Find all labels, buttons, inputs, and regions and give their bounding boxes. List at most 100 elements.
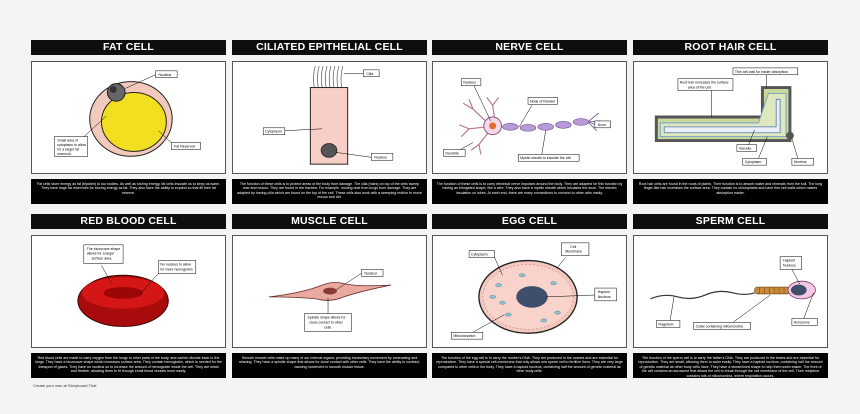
egg-cell-diagram: Cytoplasm Cell Membrane Haploid Nucleus … (432, 235, 627, 348)
card-title: RED BLOOD CELL (31, 214, 226, 229)
card-description: Smooth muscle cells make up many of our … (232, 353, 427, 378)
nucleus-label: Nucleus (463, 81, 476, 85)
nucleus (786, 131, 794, 140)
card-fat-cell: FAT CELL Nucleus Small area of cytoplasm… (31, 40, 226, 204)
card-root-hair-cell: ROOT HAIR CELL Thin cell wall for easier… (633, 40, 828, 204)
spindle-label-2: close contact to other (309, 320, 343, 324)
cytoplasm-label-4: reservoir. (57, 152, 72, 156)
card-red-blood-cell: RED BLOOD CELL The biconcave shape allow… (31, 214, 226, 378)
haploid-label-1: Haploid (598, 290, 610, 294)
cytoplasm-label: Cytoplasm (745, 160, 762, 164)
dendrite-label: Dendrite (446, 151, 459, 155)
midpiece (754, 286, 791, 295)
root-label-1: Root hair increases the surface (680, 81, 729, 85)
vacuole (663, 98, 781, 134)
red-blood-cell-illustration: The biconcave shape allows for a larger … (77, 244, 197, 327)
cytoplasm (659, 92, 787, 138)
mitochondria-bands (759, 287, 785, 294)
cilia-label: Cilia (366, 72, 373, 76)
myelin-sheath (502, 118, 590, 132)
haploid-label-2: Nucleus (598, 295, 611, 299)
card-description: The function of the egg cell is to carry… (432, 353, 627, 378)
root-hair-diagram: Thin cell wall for easier absorption Roo… (633, 61, 828, 174)
spindle-label-1: Spindle shape allows for (307, 316, 346, 320)
myelin-label: Myelin sheath to insulate the cell (520, 156, 571, 160)
footer-credit[interactable]: Create your own at Storyboard That (33, 383, 97, 388)
card-title: MUSCLE CELL (232, 214, 427, 229)
membrane-label-1: Cell (570, 245, 576, 249)
nucleus-label: Nucleus (794, 160, 807, 164)
card-description: Red blood cells are made to carry oxygen… (31, 353, 226, 378)
fat-cell-illustration: Nucleus Small area of cytoplasm to allow… (54, 70, 201, 157)
card-title: CILIATED EPITHELIAL CELL (232, 40, 427, 55)
card-muscle-cell: MUSCLE CELL Nucleus Spindle shape allows… (232, 214, 427, 378)
cytoplasm-label-3: for a larger fat (57, 147, 79, 151)
sperm-cell-diagram: Haploid Nucleus Flagellum Collar contain… (633, 235, 828, 348)
haploid-label-1: Haploid (783, 259, 795, 263)
cilia (313, 65, 344, 88)
dendrites (459, 97, 500, 155)
acrosome-label: Acrosome (794, 320, 810, 324)
card-title: FAT CELL (31, 40, 226, 55)
root-label-2: area of the cell. (688, 86, 712, 90)
nucleolus (109, 86, 117, 93)
ciliated-cell-illustration: Cilia Cytoplasm Nucleus (262, 65, 394, 165)
spindle-label-3: cells (324, 325, 331, 329)
nerve-cell-diagram: Nucleus Node of Ranvier Axon Dendrite My… (432, 61, 627, 174)
cytoplasm-label-1: Small area of (57, 139, 78, 143)
muscle-cell-diagram: Nucleus Spindle shape allows for close c… (232, 235, 427, 348)
haploid-nucleus (790, 284, 807, 296)
card-description: Root hair cells are found in the roots o… (633, 179, 828, 204)
axon-label: Axon (598, 123, 606, 127)
cytoplasm-label-2: cytoplasm to allow (57, 143, 86, 147)
card-title: ROOT HAIR CELL (633, 40, 828, 55)
nucleus-label: Nucleus (364, 271, 377, 275)
card-title: NERVE CELL (432, 40, 627, 55)
nucleus-label: Nucleus (374, 155, 387, 159)
nerve-cell-illustration: Nucleus Node of Ranvier Axon Dendrite My… (443, 78, 611, 162)
card-description: The function of these cells is to carry … (432, 179, 627, 204)
cytoplasm-label: Cytoplasm (265, 130, 282, 134)
membrane-label-2: Membrane (565, 250, 582, 254)
nucleus (106, 83, 126, 102)
shape-label-2: allows for a larger (87, 252, 116, 256)
no-nucleus-label-1: No nucleus to allow (160, 262, 191, 266)
wall-label: Thin cell wall for easier absorption (735, 70, 788, 74)
flagellum (650, 290, 755, 300)
fat-cell-diagram: Nucleus Small area of cytoplasm to allow… (31, 61, 226, 174)
egg-cell-illustration: Cytoplasm Cell Membrane Haploid Nucleus … (451, 242, 617, 340)
card-nerve-cell: NERVE CELL Nu (432, 40, 627, 204)
collar-label: Collar containing mitochondria (696, 324, 743, 328)
muscle-cell-illustration: Nucleus Spindle shape allows for close c… (269, 269, 391, 332)
sperm-cell-illustration: Haploid Nucleus Flagellum Collar contain… (650, 256, 818, 330)
card-description: Fat cells store energy as fat (tripdien)… (31, 179, 226, 204)
flagellum-label: Flagellum (658, 322, 673, 326)
vacuole-label: Vacuole (739, 146, 751, 150)
nucleus (320, 143, 338, 158)
card-description: The function of the sperm cell is to car… (633, 353, 828, 378)
shape-label-1: The biconcave shape (87, 247, 120, 251)
card-sperm-cell: SPERM CELL Haploid Nucleus Flagellum (633, 214, 828, 378)
mitochondria (489, 273, 561, 323)
no-nucleus-label-2: for more hemoglobin (160, 267, 192, 271)
fat-reservoir (100, 91, 167, 152)
root-hair-illustration: Thin cell wall for easier absorption Roo… (654, 67, 814, 166)
fat-reservoir-label: Fat Reservoir (174, 144, 196, 148)
cell-concave (103, 287, 143, 299)
card-ciliated-epithelial-cell: CILIATED EPITHELIAL CELL Cilia Cytoplasm (232, 40, 427, 204)
shape-label-3: surface area. (92, 257, 113, 261)
mitochondrion-label: Mitochondrion (453, 334, 475, 338)
cytoplasm-label: Cytoplasm (471, 253, 488, 257)
card-title: EGG CELL (432, 214, 627, 229)
ciliated-cell-diagram: Cilia Cytoplasm Nucleus (232, 61, 427, 174)
red-blood-cell-diagram: The biconcave shape allows for a larger … (31, 235, 226, 348)
nucleus-label: Nucleus (158, 73, 171, 77)
card-description: The function of these cells is to protec… (232, 179, 427, 204)
nucleus (323, 287, 337, 295)
card-egg-cell: EGG CELL Cytoplasm Cell Membrane (432, 214, 627, 378)
nucleus (489, 122, 497, 130)
haploid-nucleus (516, 286, 548, 308)
haploid-label-2: Nucleus (783, 263, 796, 267)
node-label: Node of Ranvier (530, 99, 556, 103)
card-title: SPERM CELL (633, 214, 828, 229)
